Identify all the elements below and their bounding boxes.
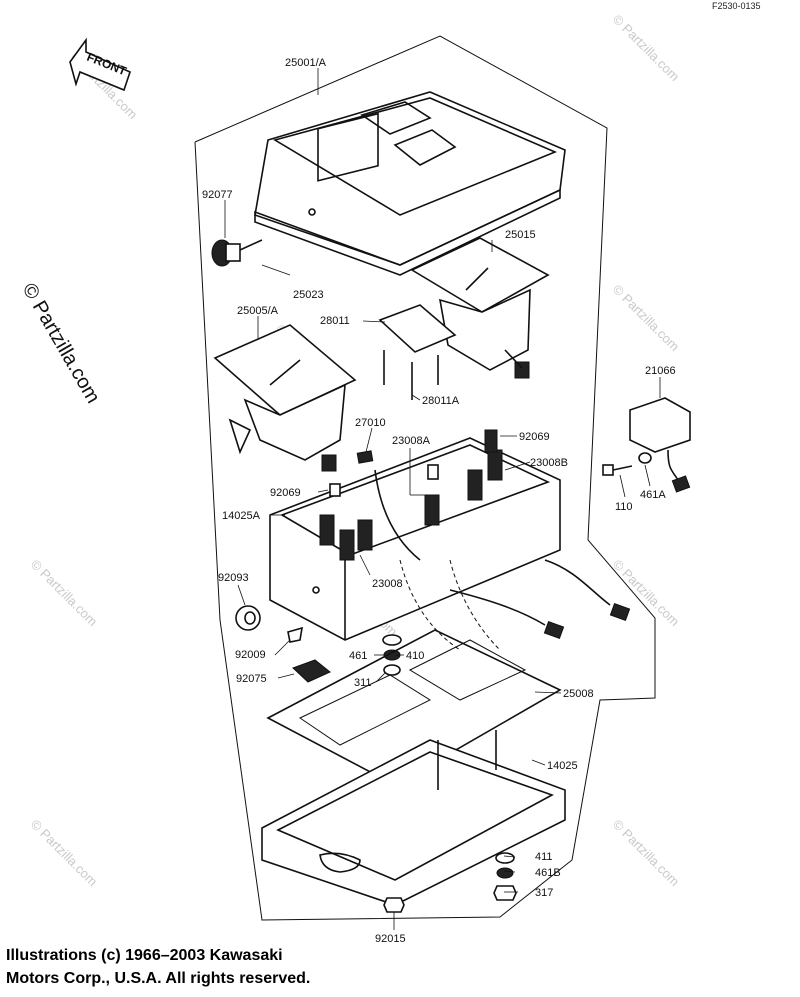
reference-code: F2530-0135 bbox=[712, 1, 761, 11]
case-screw bbox=[287, 626, 303, 643]
side-watermark: © Partzilla.com bbox=[18, 280, 104, 408]
watermark-tile: © Partzilla.com bbox=[610, 12, 683, 85]
callout-110: 110 bbox=[615, 501, 633, 513]
callout-25008: 25008 bbox=[563, 688, 594, 700]
callout-28011: 28011 bbox=[320, 315, 350, 327]
mounting-screw bbox=[602, 452, 652, 476]
callout-92075: 92075 bbox=[236, 673, 267, 685]
damper bbox=[292, 659, 331, 683]
watermark-tile: © Partzilla.com bbox=[28, 557, 101, 630]
callout-25015: 25015 bbox=[505, 229, 536, 241]
callout-461: 461 bbox=[349, 650, 367, 662]
tachometer bbox=[410, 237, 550, 379]
callout-25005a: 25005/A bbox=[237, 305, 279, 317]
leader-lines bbox=[224, 68, 661, 930]
callout-311: 311 bbox=[354, 677, 372, 689]
bottom-fasteners bbox=[383, 852, 517, 913]
trip-knob bbox=[211, 239, 263, 267]
callout-28011a: 28011A bbox=[422, 395, 460, 407]
callout-23008b: 23008B bbox=[530, 457, 568, 469]
wiring-harness bbox=[356, 450, 631, 651]
watermark-tile: © Partzilla.com bbox=[28, 817, 101, 890]
watermark-tile: © Partzilla.com bbox=[610, 282, 683, 355]
bottom-cover bbox=[261, 730, 566, 906]
callout-23008: 23008 bbox=[372, 578, 403, 590]
grommet bbox=[235, 605, 261, 631]
callout-92093: 92093 bbox=[218, 572, 249, 584]
relay-unit bbox=[629, 397, 691, 493]
callout-25023: 25023 bbox=[293, 289, 324, 301]
assembly-boundary bbox=[194, 35, 656, 921]
meter-housing bbox=[254, 91, 566, 276]
washer-stack bbox=[382, 634, 402, 676]
callout-92069: 92069 bbox=[270, 487, 301, 499]
copyright-notice: Illustrations (c) 1966–2003 Kawasaki Mot… bbox=[6, 944, 606, 990]
callout-411: 411 bbox=[535, 851, 553, 863]
callout-92009: 92009 bbox=[235, 649, 266, 661]
callout-92077: 92077 bbox=[202, 189, 233, 201]
indicator-case bbox=[269, 437, 561, 641]
copyright-line-2: Motors Corp., U.S.A. All rights reserved… bbox=[6, 970, 311, 987]
callout-23008a: 23008A bbox=[392, 435, 431, 447]
callout-27010: 27010 bbox=[355, 417, 386, 429]
watermark-tile: © Partzilla.com bbox=[610, 817, 683, 890]
callout-21066: 21066 bbox=[645, 365, 676, 377]
callout-461a: 461A bbox=[640, 489, 666, 501]
gasket bbox=[266, 629, 562, 786]
callout-14025: 14025 bbox=[547, 760, 578, 772]
bulb-sockets bbox=[319, 429, 503, 561]
callout-92069-top: 92069 bbox=[519, 431, 550, 443]
meter-bracket bbox=[378, 304, 457, 400]
callout-317: 317 bbox=[535, 887, 553, 899]
callout-25001a: 25001/A bbox=[285, 57, 327, 69]
copyright-line-1: Illustrations (c) 1966–2003 Kawasaki bbox=[6, 947, 283, 964]
callout-labels: 25001/A 92077 25015 25023 25005/A 28011 … bbox=[202, 57, 676, 945]
speedometer bbox=[213, 324, 357, 472]
callout-410: 410 bbox=[406, 650, 424, 662]
callout-92015: 92015 bbox=[375, 933, 406, 945]
callout-14025a: 14025A bbox=[222, 510, 261, 522]
callout-461b: 461B bbox=[535, 867, 561, 879]
